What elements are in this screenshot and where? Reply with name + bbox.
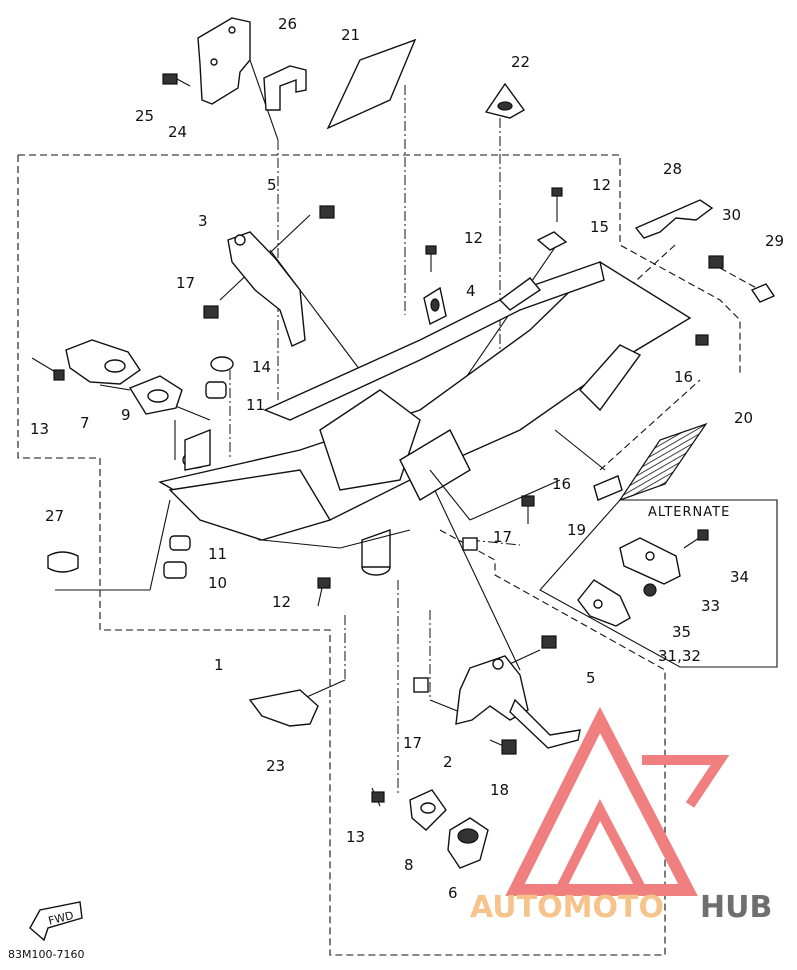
part-25-bolt bbox=[162, 73, 191, 87]
callout-34: 34 bbox=[730, 568, 749, 586]
callout-17-bottom: 17 bbox=[403, 734, 422, 752]
callout-29: 29 bbox=[765, 232, 784, 250]
callout-30: 30 bbox=[722, 206, 741, 224]
part-28-plate bbox=[634, 199, 714, 239]
callout-12-bottom: 12 bbox=[272, 593, 291, 611]
callout-12-top: 12 bbox=[592, 176, 611, 194]
alternate-box bbox=[539, 499, 778, 668]
callout-21: 21 bbox=[341, 26, 360, 44]
part-2-side-bracket bbox=[455, 655, 581, 749]
part-24-bracket-plate bbox=[197, 17, 251, 105]
part-33-nut bbox=[643, 583, 657, 597]
callout-11-top: 11 bbox=[246, 396, 265, 414]
callout-17-mid: 17 bbox=[493, 528, 512, 546]
callout-18: 18 bbox=[490, 781, 509, 799]
part-11-rubber-bottom bbox=[169, 535, 191, 551]
callout-13-left: 13 bbox=[30, 420, 49, 438]
callout-3: 3 bbox=[198, 212, 208, 230]
callout-17-top: 17 bbox=[176, 274, 195, 292]
callout-7: 7 bbox=[80, 414, 90, 432]
part-17-nut-c bbox=[413, 677, 429, 693]
callout-16-mid: 16 bbox=[552, 475, 571, 493]
part-3132-alternate-bracket bbox=[577, 579, 631, 627]
callout-10: 10 bbox=[208, 574, 227, 592]
callout-9: 9 bbox=[121, 406, 131, 424]
part-17-nut-a bbox=[203, 305, 219, 319]
part-23-bumper bbox=[248, 689, 319, 727]
callout-5-top: 5 bbox=[267, 176, 277, 194]
callout-24: 24 bbox=[168, 123, 187, 141]
callout-15: 15 bbox=[590, 218, 609, 236]
callout-8: 8 bbox=[404, 856, 414, 874]
watermark-text-hub: HUB bbox=[700, 890, 772, 925]
part-12-bolt-low bbox=[317, 577, 331, 607]
part-10-rubber bbox=[163, 561, 187, 579]
callout-13-bottom: 13 bbox=[346, 828, 365, 846]
part-16-bolt-a bbox=[695, 334, 709, 346]
callout-2: 2 bbox=[443, 753, 453, 771]
callout-6: 6 bbox=[448, 884, 458, 902]
part-34-bolt bbox=[683, 529, 709, 549]
callout-26: 26 bbox=[278, 15, 297, 33]
part-12-bolt-mid bbox=[425, 245, 437, 272]
part-11-rubber-top bbox=[205, 381, 227, 399]
part-30-nut bbox=[708, 255, 724, 269]
watermark-logo-icon bbox=[505, 706, 730, 896]
part-15-clip bbox=[536, 231, 568, 251]
callout-31-32: 31,32 bbox=[658, 647, 701, 665]
part-27-rubber bbox=[47, 551, 79, 573]
part-5-bolt-bottom bbox=[541, 635, 557, 649]
part-34-alternate-bracket bbox=[619, 537, 681, 585]
callout-35: 35 bbox=[672, 623, 691, 641]
callout-labels: 1 2 3 4 5 5 6 7 8 9 10 11 11 12 12 12 13… bbox=[30, 15, 784, 902]
part-17-nut-b bbox=[462, 537, 478, 551]
watermark-text-automoto: AUTOMOTO bbox=[470, 890, 664, 925]
assembly-boundary-left bbox=[17, 154, 741, 700]
part-12-bolt-top bbox=[551, 187, 563, 222]
part-22-grommet bbox=[484, 82, 526, 119]
part-5-bolt-top bbox=[319, 205, 335, 219]
diagram-code: 83M100-7160 bbox=[8, 948, 84, 961]
callout-20: 20 bbox=[734, 409, 753, 427]
part-3-bracket bbox=[227, 231, 306, 347]
callout-12-mid: 12 bbox=[464, 229, 483, 247]
callout-23: 23 bbox=[266, 757, 285, 775]
callout-4: 4 bbox=[466, 282, 476, 300]
part-20-pad bbox=[618, 422, 708, 502]
part-29-clip bbox=[750, 283, 776, 303]
callout-16-right: 16 bbox=[674, 368, 693, 386]
callout-28: 28 bbox=[663, 160, 682, 178]
part-26-clip bbox=[263, 65, 307, 111]
callout-11-bottom: 11 bbox=[208, 545, 227, 563]
callout-14: 14 bbox=[252, 358, 271, 376]
callout-1: 1 bbox=[214, 656, 224, 674]
callout-19: 19 bbox=[567, 521, 586, 539]
part-21-pad bbox=[326, 38, 417, 130]
part-1-main-frame bbox=[158, 261, 692, 576]
fwd-arrow-icon: FWD bbox=[29, 901, 83, 942]
svg-text:FWD: FWD bbox=[47, 909, 75, 928]
part-13-screw-bottom bbox=[371, 787, 385, 807]
part-7-boot bbox=[65, 339, 141, 385]
part-16-bolt-b bbox=[521, 495, 535, 524]
alternate-label: ALTERNATE bbox=[648, 505, 730, 520]
callout-22: 22 bbox=[511, 53, 530, 71]
part-14-rubber bbox=[210, 356, 234, 372]
part-18-bolt bbox=[489, 739, 517, 755]
assembly-boundary-right bbox=[329, 529, 666, 956]
callout-25: 25 bbox=[135, 107, 154, 125]
part-13-screw-left bbox=[31, 357, 65, 381]
callout-5-bottom: 5 bbox=[586, 669, 596, 687]
callout-33: 33 bbox=[701, 597, 720, 615]
callout-27: 27 bbox=[45, 507, 64, 525]
part-19-strip bbox=[593, 475, 623, 501]
